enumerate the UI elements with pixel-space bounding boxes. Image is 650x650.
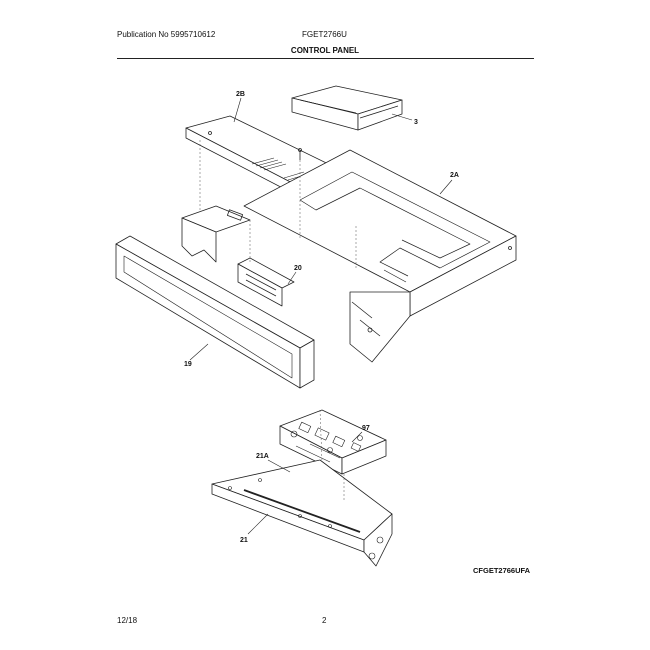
leader-lines	[189, 97, 453, 535]
assembly-guide-lines	[199, 140, 357, 500]
part-3-cover-plate	[291, 85, 403, 131]
callout-3: 3	[414, 119, 418, 126]
callout-20: 20	[294, 265, 302, 272]
callout-19: 19	[184, 361, 192, 368]
page-number: 2	[322, 616, 327, 625]
callout-2a: 2A	[450, 172, 459, 179]
callout-21a: 21A	[256, 453, 269, 460]
part-21-mounting-plate	[211, 459, 393, 567]
publication-number: Publication No 5995710612	[117, 30, 216, 39]
part-19-front-trim	[115, 235, 315, 389]
part-20-display-board	[237, 257, 295, 307]
part-2a-panel-frame	[243, 149, 517, 363]
model-number: FGET2766U	[302, 30, 347, 39]
part-97-control-board	[279, 409, 387, 475]
left-side-bracket	[181, 205, 251, 263]
callout-2b: 2B	[236, 91, 245, 98]
callout-97: 97	[362, 425, 370, 432]
footer-date: 12/18	[117, 616, 138, 625]
section-title: CONTROL PANEL	[290, 46, 360, 55]
header-rule	[117, 58, 534, 59]
callout-21: 21	[240, 537, 248, 544]
diagram-code: CFGET2766UFA	[473, 566, 531, 575]
